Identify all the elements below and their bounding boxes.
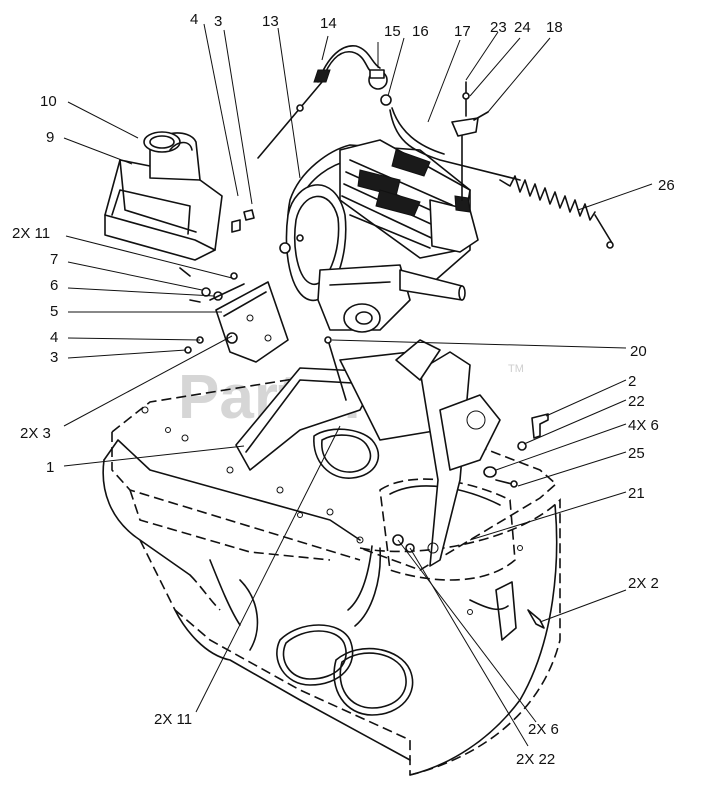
callout-4-top: 4 <box>190 11 198 28</box>
housing-holes <box>141 406 523 615</box>
callout-3-top: 3 <box>214 13 222 30</box>
callout-13: 13 <box>262 13 279 30</box>
callout-16: 16 <box>412 23 429 40</box>
callout-10: 10 <box>40 93 57 110</box>
impeller-openings <box>209 559 414 716</box>
spring-26 <box>499 175 614 249</box>
callout-9: 9 <box>46 129 54 146</box>
callout-2x11-top: 2X 11 <box>12 225 50 242</box>
part-20-rod <box>324 336 347 401</box>
throttle-rod-17 <box>389 107 521 201</box>
callout-3-mid: 3 <box>50 349 58 366</box>
bracket-plate-5 <box>179 267 289 363</box>
callout-18: 18 <box>546 19 563 36</box>
callout-23: 23 <box>490 19 507 36</box>
callout-21: 21 <box>628 485 645 502</box>
callout-20: 20 <box>630 343 647 360</box>
callout-22: 22 <box>628 393 645 410</box>
callout-2x22: 2X 22 <box>516 751 555 768</box>
watermark-tm: TM <box>508 363 524 375</box>
auger-housing <box>102 377 561 776</box>
callout-2x3: 2X 3 <box>20 425 51 442</box>
side-bracket <box>495 581 517 641</box>
callout-2x6: 2X 6 <box>528 721 559 738</box>
callout-17: 17 <box>454 23 471 40</box>
callout-1: 1 <box>46 459 54 476</box>
callout-24: 24 <box>514 19 531 36</box>
callout-2x11-bot: 2X 11 <box>154 711 192 728</box>
callout-7: 7 <box>50 251 58 268</box>
callout-4-mid: 4 <box>50 329 58 346</box>
callout-26: 26 <box>658 177 675 194</box>
callout-5: 5 <box>50 303 58 320</box>
fuel-line-14 <box>257 45 392 159</box>
throttle-lever-18 <box>451 81 489 137</box>
callout-6: 6 <box>50 277 58 294</box>
hardware-3-4-top <box>231 209 255 233</box>
callout-2x2: 2X 2 <box>628 575 659 592</box>
callout-2: 2 <box>628 373 636 390</box>
callout-labels: 4 3 13 14 15 16 17 23 24 18 10 9 26 2X 1… <box>12 11 675 768</box>
frame-arm-21 <box>395 339 501 567</box>
callout-4x6: 4X 6 <box>628 417 659 434</box>
engine-13 <box>279 139 479 333</box>
leader-lines <box>63 23 653 747</box>
callout-25: 25 <box>628 445 645 462</box>
fuel-tank-9 <box>104 131 223 261</box>
callout-15: 15 <box>384 23 401 40</box>
callout-14: 14 <box>320 15 337 32</box>
